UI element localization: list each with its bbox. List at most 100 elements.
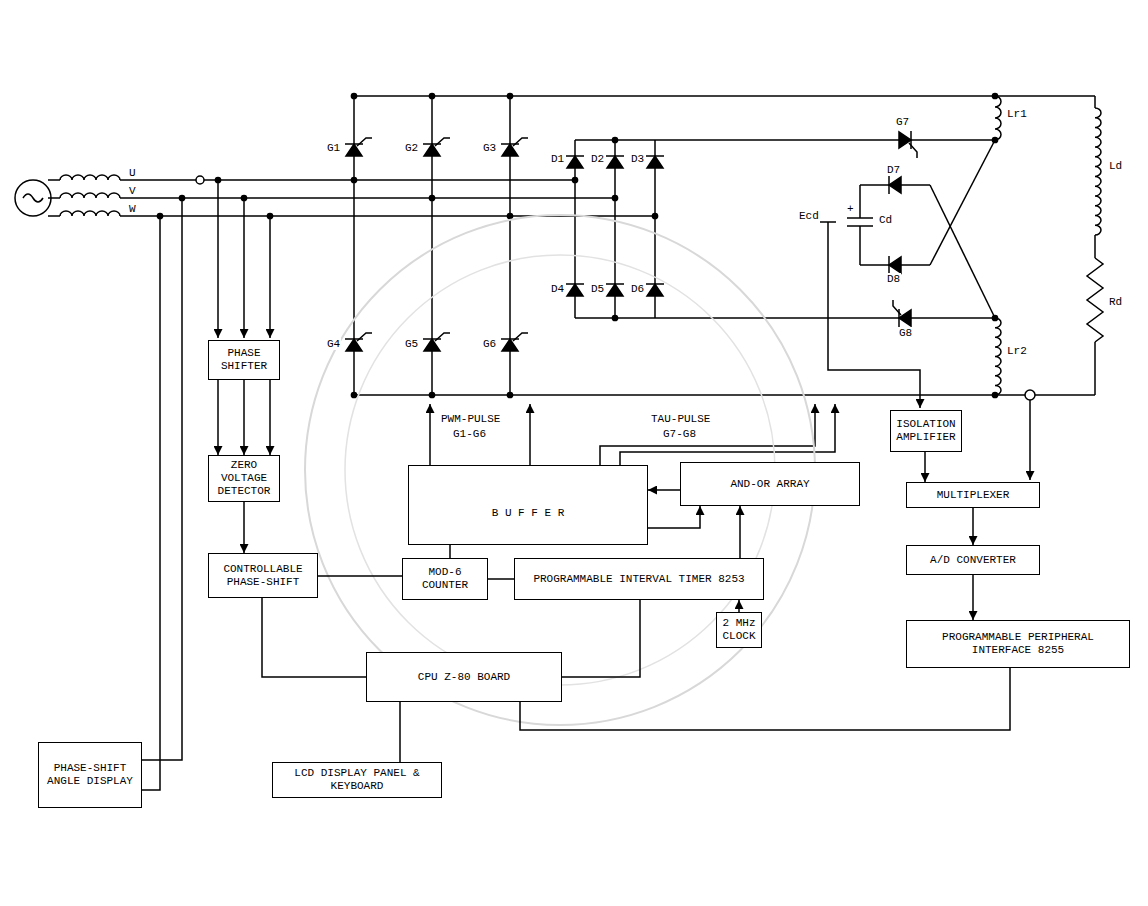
thyristor-symbol-body (424, 339, 440, 351)
junction-dot (351, 177, 356, 182)
junction-dot (612, 137, 617, 142)
thyristor-symbol (423, 138, 450, 156)
circuit-label: G7-G8 (662, 428, 697, 440)
circuit-label: D3 (630, 153, 645, 165)
diode-symbol (889, 256, 901, 274)
circuit-label: D2 (590, 153, 605, 165)
reactor-coil (995, 96, 1001, 140)
connector-line (217, 380, 219, 455)
connector-line (243, 502, 245, 553)
circuit-label: G1 (326, 142, 341, 154)
thyristor-symbol-body (899, 132, 911, 148)
phase-line (120, 197, 615, 199)
block-box: ISOLATION AMPLIFIER (890, 410, 962, 452)
connector-line (924, 452, 926, 482)
diode-symbol-body (647, 284, 663, 296)
circuit-label: Lr2 (1006, 345, 1028, 357)
connector-line (739, 506, 741, 558)
thyristor-symbol-body (424, 144, 440, 156)
circuit-label: G6 (482, 338, 497, 350)
junction-dot (429, 392, 434, 397)
capacitor-plate (847, 217, 873, 219)
diode-symbol-body (607, 156, 623, 168)
block-box: 2 MHz CLOCK (716, 612, 762, 648)
circuit-label: D7 (886, 164, 901, 176)
thyristor-symbol-body (502, 144, 518, 156)
thyristor-symbol (423, 333, 450, 351)
wire (48, 179, 60, 181)
diode-symbol-bar (888, 176, 890, 194)
junction-dot (992, 93, 997, 98)
diode-symbol-bar (646, 155, 664, 157)
thyristor-symbol (501, 138, 528, 156)
junction-dot (179, 195, 184, 200)
block-label: CPU Z-80 BOARD (418, 671, 510, 684)
connector-line (318, 575, 402, 577)
block-label: PHASE-SHIFT ANGLE DISPLAY (43, 762, 137, 788)
wire (859, 226, 861, 265)
circuit-label: + (846, 203, 855, 215)
block-label: PROGRAMMABLE PERIPHERAL INTERFACE 8255 (911, 631, 1125, 657)
block-box: MOD-6 COUNTER (402, 558, 488, 600)
circuit-label: PWM-PULSE (440, 413, 501, 425)
voltage-sense-wire (828, 222, 920, 408)
circuit-label: D4 (550, 283, 565, 295)
diode-symbol-bar (606, 283, 624, 285)
diode-symbol (646, 156, 664, 168)
circuit-label: TAU-PULSE (650, 413, 711, 425)
thyristor-symbol (345, 333, 372, 351)
dc-rail (354, 394, 1095, 396)
connector-line (972, 508, 974, 545)
junction-dot (157, 213, 162, 218)
block-box: AND-OR ARRAY (680, 462, 860, 506)
source-coil (60, 193, 120, 198)
junction-dot (215, 177, 220, 182)
diode-rail (575, 317, 995, 319)
connector-line (972, 575, 974, 620)
circuit-label: D8 (886, 273, 901, 285)
thyristor-symbol-gate (513, 333, 528, 341)
block-box: PHASE-SHIFT ANGLE DISPLAY (38, 742, 142, 808)
display-tap (142, 198, 182, 760)
wire (48, 197, 60, 199)
diode-symbol-body (647, 156, 663, 168)
block-label: MOD-6 COUNTER (407, 566, 483, 592)
connector (739, 506, 741, 558)
diode-symbol (646, 284, 664, 296)
block-label: AND-OR ARRAY (730, 478, 809, 491)
block-label: A/D CONVERTER (930, 554, 1016, 567)
block-box: CONTROLLABLE PHASE-SHIFT (208, 553, 318, 598)
pwm-pulse-line (429, 404, 431, 465)
block-box: PROGRAMMABLE INTERVAL TIMER 8253 (514, 558, 764, 600)
diode-symbol-body (889, 177, 901, 193)
block-label: ISOLATION AMPLIFIER (895, 418, 957, 444)
block-label: CONTROLLABLE PHASE-SHIFT (213, 563, 313, 589)
connector (520, 668, 1010, 730)
junction-dot (992, 392, 997, 397)
thyristor-symbol-body (502, 339, 518, 351)
connector (924, 452, 926, 482)
connector-line (243, 380, 245, 455)
diode-symbol-bar (646, 283, 664, 285)
block-box: PROGRAMMABLE PERIPHERAL INTERFACE 8255 (906, 620, 1130, 668)
tau-pulse-line (620, 404, 835, 465)
thyristor-symbol-gate (893, 300, 901, 315)
diode-symbol-body (567, 284, 583, 296)
thyristor-symbol-gate (513, 138, 528, 146)
circuit-label: G8 (898, 327, 913, 339)
connector (738, 600, 740, 612)
block-box: B U F F E R (408, 465, 648, 545)
pwm-pulse-line (529, 404, 531, 465)
block-box: LCD DISPLAY PANEL & KEYBOARD (272, 762, 442, 798)
current-sensor (1025, 390, 1035, 400)
block-label: 2 MHz CLOCK (721, 617, 757, 643)
wire (1094, 96, 1096, 108)
diode-symbol-bar (606, 155, 624, 157)
connector (562, 600, 640, 677)
block-box: ZERO VOLTAGE DETECTOR (208, 455, 280, 502)
block-label: PHASE SHIFTER (213, 347, 275, 373)
circuit-label: U (128, 167, 137, 179)
circuit-group (15, 93, 1103, 790)
